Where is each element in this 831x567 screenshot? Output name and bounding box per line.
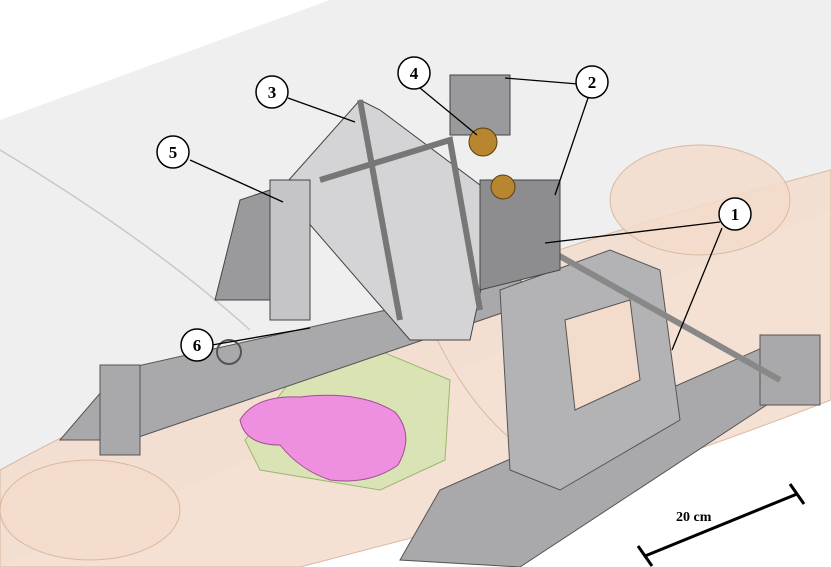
scale-label: 20 cm: [676, 510, 712, 525]
callout-5: 5: [156, 135, 190, 169]
robot-arm: [214, 74, 561, 341]
callout-3: 3: [255, 75, 289, 109]
svg-text:5: 5: [169, 143, 178, 162]
callout-4: 4: [397, 56, 431, 90]
svg-text:6: 6: [193, 336, 202, 355]
leader-lines: [189, 77, 723, 351]
callout-1: 1: [718, 197, 752, 231]
bore-edge: [0, 149, 251, 331]
callout-2: 2: [575, 65, 609, 99]
pulley-2: [490, 174, 516, 200]
guide-rod: [538, 242, 782, 383]
svg-text:2: 2: [588, 73, 597, 92]
needle-guide-ring: [216, 339, 242, 365]
svg-text:1: 1: [731, 205, 740, 224]
svg-text:3: 3: [268, 83, 277, 102]
target-organ: [239, 394, 407, 482]
scale-bar: 20 cm: [636, 483, 806, 567]
carriage-1: [499, 249, 681, 491]
svg-text:4: 4: [410, 64, 419, 83]
callout-6: 6: [180, 328, 214, 362]
